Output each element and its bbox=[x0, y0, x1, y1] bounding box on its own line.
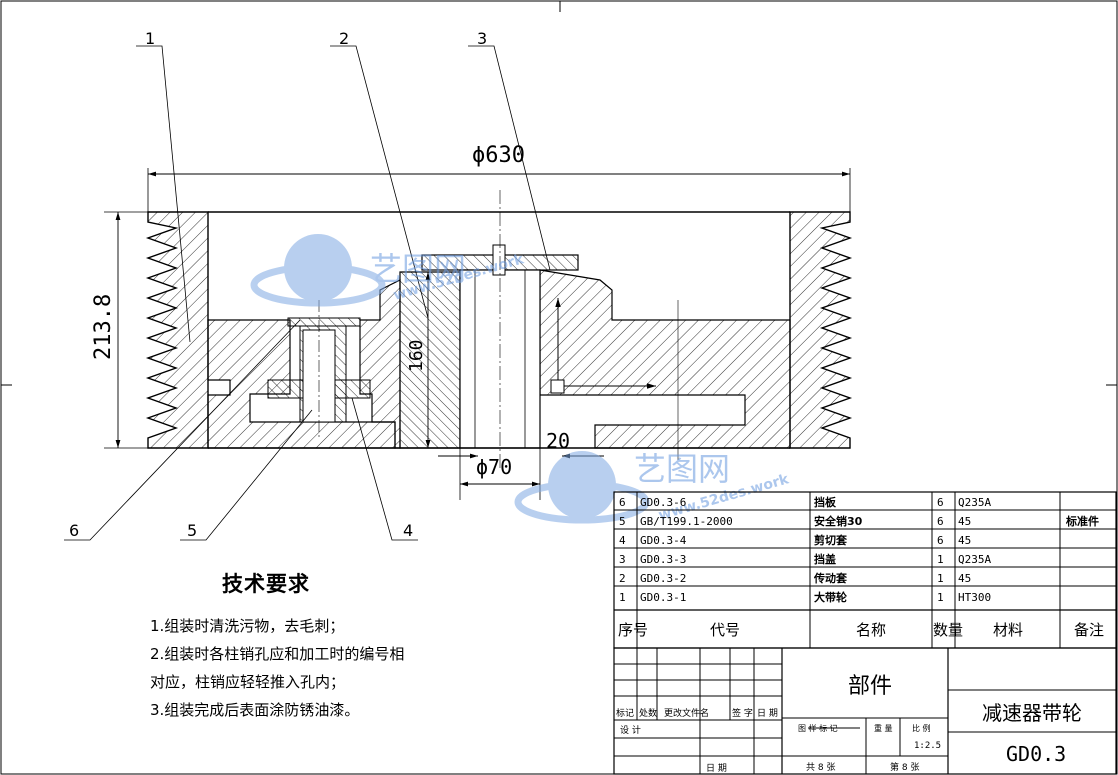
balloon-3: 3 bbox=[477, 29, 487, 48]
bom-header-material: 材料 bbox=[993, 621, 1023, 639]
bom-cell-qty: 1 bbox=[937, 572, 944, 585]
tech-requirement-line: 对应，柱销应轻轻推入孔内； bbox=[150, 673, 346, 691]
part-label: 部件 bbox=[848, 674, 892, 699]
bom-cell-code: GD0.3-1 bbox=[640, 591, 686, 604]
weight-label: 重 量 bbox=[874, 723, 893, 733]
stage-label: 图 样 标 记 bbox=[798, 723, 838, 733]
total-sheets: 共 8 张 bbox=[806, 762, 835, 773]
bom-row: 4 GD0.3-4 剪切套 6 45 bbox=[619, 533, 971, 547]
bom-cell-name: 传动套 bbox=[813, 571, 848, 585]
bom-header-code: 代号 bbox=[710, 621, 740, 639]
bom-cell-no: 3 bbox=[619, 553, 626, 566]
tech-requirement-line: 3.组装完成后表面涂防锈油漆。 bbox=[150, 701, 360, 719]
watermark-2: 艺图网 www.52des.work bbox=[514, 450, 791, 524]
bom-cell-material: HT300 bbox=[958, 591, 991, 604]
tech-requirements-title: 技术要求 bbox=[222, 572, 310, 596]
dim-offset: 20 bbox=[546, 429, 570, 453]
rev-header-count: 处数 bbox=[639, 707, 657, 719]
leaders bbox=[64, 45, 551, 541]
tech-requirement-line: 2.组装时各柱销孔应和加工时的编号相 bbox=[150, 645, 405, 663]
retainer-plate bbox=[287, 317, 361, 327]
dim-height: 213.8 bbox=[91, 294, 116, 360]
bom-cell-qty: 1 bbox=[937, 591, 944, 604]
dim-hub-height: 160 bbox=[406, 339, 427, 372]
bom-cell-qty: 6 bbox=[937, 534, 944, 547]
bom-cell-material: 45 bbox=[958, 515, 971, 528]
rev-header-file: 更改文件名 bbox=[664, 707, 709, 719]
bom-cell-no: 4 bbox=[619, 534, 626, 547]
balloon-1: 1 bbox=[145, 29, 155, 48]
bom-row: 2 GD0.3-2 传动套 1 45 bbox=[619, 571, 971, 585]
bom-cell-qty: 1 bbox=[937, 553, 944, 566]
bom-cell-material: 45 bbox=[958, 572, 971, 585]
title-block-text: 标记 处数 更改文件名 签 字 日 期 设 计 日 期 部件 图 样 标 记 重… bbox=[616, 674, 1082, 774]
bom-cell-note: 标准件 bbox=[1065, 514, 1099, 528]
dim-outer-diameter: ϕ630 bbox=[472, 143, 525, 168]
date-label: 日 期 bbox=[706, 763, 727, 774]
bom-cell-no: 1 bbox=[619, 591, 626, 604]
bom-cell-no: 6 bbox=[619, 496, 626, 509]
right-hub bbox=[539, 269, 791, 449]
bom-cell-no: 5 bbox=[619, 515, 626, 528]
bom-cell-material: 45 bbox=[958, 534, 971, 547]
bom-cell-name: 挡盖 bbox=[814, 552, 836, 566]
bom-cell-code: GB/T199.1-2000 bbox=[640, 515, 733, 528]
bom-cell-code: GD0.3-6 bbox=[640, 496, 686, 509]
tech-requirement-line: 1.组装时清洗污物，去毛刺； bbox=[150, 617, 345, 635]
title-block bbox=[613, 647, 1117, 775]
drawing-code: GD0.3 bbox=[1006, 742, 1066, 766]
watermark-brand: 艺图网 bbox=[370, 250, 466, 288]
bom-cell-name: 剪切套 bbox=[814, 533, 848, 547]
bom-header-note: 备注 bbox=[1074, 621, 1104, 639]
balloon-5: 5 bbox=[187, 521, 197, 540]
drawing-name: 减速器带轮 bbox=[982, 701, 1082, 725]
bom-header-name: 名称 bbox=[856, 621, 886, 639]
bom-header-no: 序号 bbox=[618, 621, 648, 639]
bom-row: 3 GD0.3-3 挡盖 1 Q235A bbox=[619, 552, 991, 566]
balloon-6: 6 bbox=[69, 521, 79, 540]
balloon-2: 2 bbox=[339, 29, 349, 48]
bom-header-qty: 数量 bbox=[933, 621, 963, 639]
bom-cell-no: 2 bbox=[619, 572, 626, 585]
bom-header: 序号 代号 名称 数量 材料 备注 bbox=[618, 621, 1104, 639]
right-rim bbox=[789, 211, 853, 449]
watermark-brand-2: 艺图网 bbox=[634, 450, 730, 488]
technical-requirements: 技术要求 1.组装时清洗污物，去毛刺； 2.组装时各柱销孔应和加工时的编号相 对… bbox=[150, 568, 570, 724]
bom-cell-qty: 6 bbox=[937, 496, 944, 509]
pulley-section bbox=[145, 190, 853, 470]
bom-cell-name: 挡板 bbox=[814, 495, 837, 509]
bom-cell-code: GD0.3-4 bbox=[640, 534, 687, 547]
bom-cell-code: GD0.3-3 bbox=[640, 553, 686, 566]
bom-row: 6 GD0.3-6 挡板 6 Q235A bbox=[619, 495, 991, 509]
bom-cell-code: GD0.3-2 bbox=[640, 572, 686, 585]
left-rim bbox=[145, 211, 209, 449]
scale-value: 1:2.5 bbox=[914, 741, 941, 751]
bom-cell-name: 大带轮 bbox=[814, 590, 847, 604]
sheet-number: 第 8 张 bbox=[890, 761, 919, 773]
bom-table bbox=[613, 491, 1117, 649]
scale-label: 比 例 bbox=[912, 723, 931, 733]
rev-header-mark: 标记 bbox=[616, 707, 634, 719]
bom-cell-qty: 6 bbox=[937, 515, 944, 528]
dim-bore: ϕ70 bbox=[476, 455, 512, 479]
balloon-4: 4 bbox=[403, 521, 413, 540]
rev-header-date: 日 期 bbox=[757, 708, 778, 719]
bom-cell-name: 安全销30 bbox=[814, 514, 863, 528]
design-label: 设 计 bbox=[620, 724, 641, 736]
bom-row: 5 GB/T199.1-2000 安全销30 6 45 标准件 bbox=[619, 514, 1099, 528]
rev-header-sign: 签 字 bbox=[732, 707, 753, 719]
bom-row: 1 GD0.3-1 大带轮 1 HT300 bbox=[619, 590, 991, 604]
bom-cell-material: Q235A bbox=[958, 496, 991, 509]
bom-cell-material: Q235A bbox=[958, 553, 991, 566]
